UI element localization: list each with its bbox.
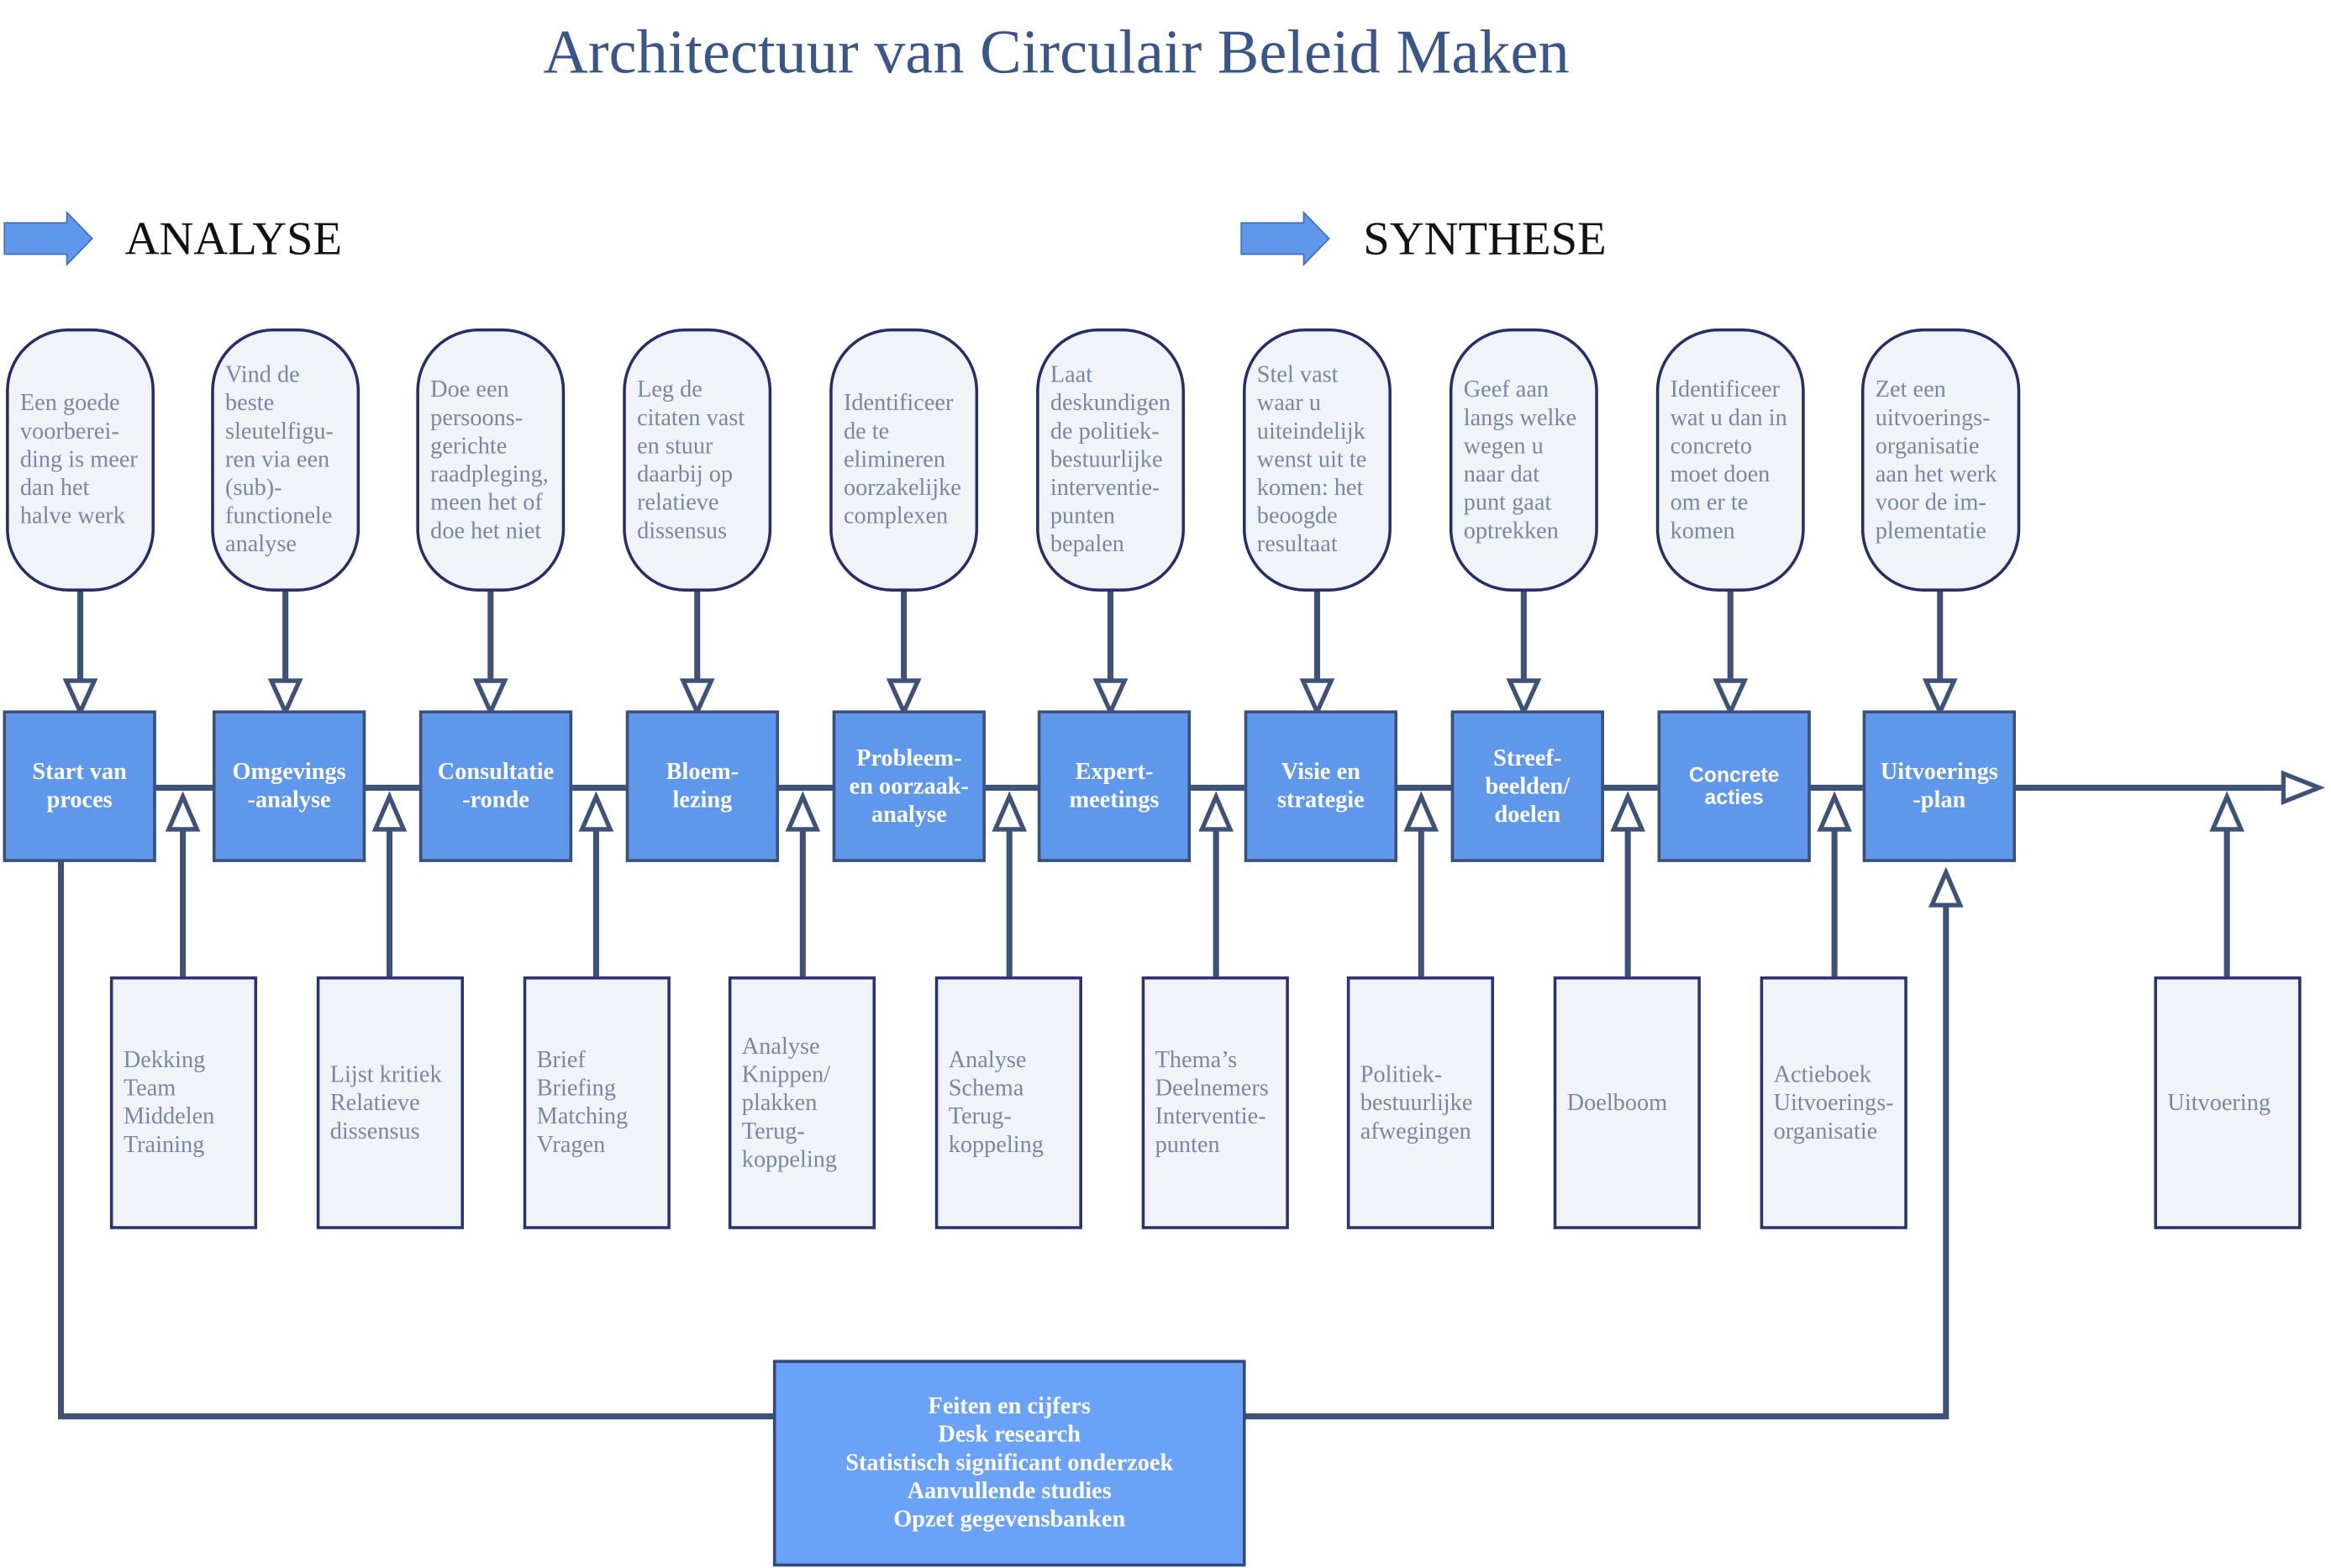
step-label: Concrete acties <box>1689 762 1780 809</box>
research-item: Opzet gegevensbanken <box>893 1507 1126 1533</box>
callout-omgevingsanalyse: Vind de beste sleutelfigu- ren via een (… <box>211 328 360 592</box>
step-label: Consultatie -ronde <box>437 759 555 813</box>
arrow-right-icon <box>3 210 93 267</box>
step-visie-en-strategie: Visie en strategie <box>1244 710 1397 862</box>
callout-text: Vind de beste sleutelfigu- ren via een (… <box>225 362 334 558</box>
feedback-line-in <box>57 861 775 1420</box>
step-expertmeetings: Expert- meetings <box>1037 710 1192 862</box>
input-text: Thema’s Deelnemers Interventie- punten <box>1155 1047 1269 1158</box>
arrowhead-up <box>1610 791 1646 832</box>
input-text: Doelboom <box>1566 1090 1668 1116</box>
arrowhead-up <box>371 791 408 832</box>
step-start-van-proces: Start van proces <box>3 710 156 862</box>
callout-text: Laat deskundigen de politiek- bestuurlij… <box>1050 362 1171 558</box>
arrowhead-up <box>1198 791 1234 832</box>
callout-text: Doe een persoons- gerichte raadpleging, … <box>430 376 549 544</box>
input-text: Uitvoering <box>2167 1090 2271 1116</box>
step-omgevingsanalyse: Omgevings -analyse <box>212 710 366 862</box>
callout-text: Stel vast waar u uiteindelijk wenst uit … <box>1256 362 1367 558</box>
step-label: Omgevings -analyse <box>232 759 346 813</box>
research-list: Feiten en cijfers Desk research Statisti… <box>845 1392 1173 1534</box>
arrowhead-up <box>1817 791 1852 832</box>
arrowhead-down <box>679 678 715 718</box>
flow-end-arrowhead <box>2281 770 2326 806</box>
step-label: Expert- meetings <box>1069 759 1160 813</box>
research-item: Feiten en cijfers <box>928 1394 1091 1420</box>
arrow-right-icon <box>1240 210 1330 267</box>
input-text: Dekking Team Middelen Training <box>123 1047 215 1158</box>
input-analyse-schema: Analyse Schema Terug- koppeling <box>934 976 1082 1229</box>
input-themas-deelnemers: Thema’s Deelnemers Interventie- punten <box>1141 976 1289 1229</box>
arrowhead-down <box>1092 678 1129 718</box>
step-label: Bloem- lezing <box>666 759 739 813</box>
step-label: Probleem- en oorzaak- analyse <box>849 745 969 828</box>
step-label: Streef- beelden/ doelen <box>1485 745 1571 828</box>
callout-streefbeelden-doelen: Geef aan langs welke wegen u naar dat pu… <box>1449 328 1598 592</box>
callout-text: Identificeer wat u dan in concreto moet … <box>1670 376 1787 544</box>
arrowhead-down <box>267 678 303 718</box>
step-probleem-en-oorzaakanalyse: Probleem- en oorzaak- analyse <box>832 710 986 862</box>
input-doelboom: Doelboom <box>1553 976 1701 1229</box>
arrowhead-up <box>165 791 201 832</box>
research-item: Aanvullende studies <box>907 1478 1112 1504</box>
arrowhead-down <box>1713 678 1749 718</box>
step-label: Start van proces <box>32 759 127 813</box>
research-box: Feiten en cijfers Desk research Statisti… <box>772 1360 1246 1567</box>
callout-text: Zet een uitvoerings- organisatie aan het… <box>1875 376 1997 544</box>
arrowhead-down <box>62 678 98 718</box>
step-consultatieronde: Consultatie -ronde <box>418 710 573 862</box>
input-dekking-team: Dekking Team Middelen Training <box>109 976 258 1229</box>
callout-start-van-proces: Een goede voorberei- ding is meer dan he… <box>6 328 155 592</box>
callout-concrete-acties: Identificeer wat u dan in concreto moet … <box>1655 328 1805 592</box>
input-uitvoering: Uitvoering <box>2154 976 2302 1229</box>
callout-probleem-en-oorzaakanalyse: Identificeer de te elimineren oorzakelij… <box>829 328 979 592</box>
phase-label-synthese: SYNTHESE <box>1363 211 1607 265</box>
step-label: Uitvoerings -plan <box>1880 759 1998 813</box>
input-politiek-bestuurlijke-afwegingen: Politiek- bestuurlijke afwegingen <box>1346 976 1494 1229</box>
step-concrete-acties: Concrete acties <box>1657 710 1811 862</box>
callout-visie-en-strategie: Stel vast waar u uiteindelijk wenst uit … <box>1242 328 1392 592</box>
callout-text: Geef aan langs welke wegen u naar dat pu… <box>1463 376 1577 544</box>
arrowhead-down <box>886 678 922 718</box>
callout-expertmeetings: Laat deskundigen de politiek- bestuurlij… <box>1036 328 1185 592</box>
phase-label-analyse: ANALYSE <box>124 211 343 265</box>
step-uitvoeringsplan: Uitvoerings -plan <box>1862 710 2016 862</box>
arrowhead-down <box>1299 678 1335 718</box>
callout-text: Leg de citaten vast en stuur daarbij op … <box>637 376 745 544</box>
arrowhead-up <box>578 791 614 832</box>
input-text: Analyse Knippen/ plakken Terug- koppelin… <box>741 1034 838 1172</box>
callout-text: Een goede voorberei- ding is meer dan he… <box>19 391 138 529</box>
feedback-line-out <box>1244 905 1950 1420</box>
feedback-arrowhead <box>1928 866 1964 908</box>
input-text: Brief Briefing Matching Vragen <box>536 1047 629 1158</box>
input-lijst-kritiek: Lijst kritiek Relatieve dissensus <box>316 976 464 1229</box>
research-item: Desk research <box>938 1422 1081 1448</box>
arrowhead-up <box>992 791 1028 832</box>
input-text: Politiek- bestuurlijke afwegingen <box>1360 1061 1473 1144</box>
step-bloemlezing: Bloem- lezing <box>625 710 780 862</box>
arrowhead-up <box>1403 791 1439 832</box>
diagram-title: Architectuur van Circulair Beleid Maken <box>543 18 1570 88</box>
callout-uitvoeringsplan: Zet een uitvoerings- organisatie aan het… <box>1860 328 2021 592</box>
step-streefbeelden-doelen: Streef- beelden/ doelen <box>1450 710 1604 862</box>
input-text: Actieboek Uitvoerings- organisatie <box>1773 1061 1894 1144</box>
input-brief-briefing: Brief Briefing Matching Vragen <box>523 976 671 1229</box>
callout-bloemlezing: Leg de citaten vast en stuur daarbij op … <box>623 328 772 592</box>
arrowhead-up <box>785 791 821 832</box>
research-item: Statistisch significant onderzoek <box>845 1450 1174 1476</box>
step-label: Visie en strategie <box>1276 759 1365 813</box>
arrowhead-down <box>1922 678 1958 718</box>
arrowhead-up <box>2209 791 2244 832</box>
input-actieboek: Actieboek Uitvoerings- organisatie <box>1760 976 1907 1229</box>
arrowhead-down <box>1506 678 1542 718</box>
callout-text: Identificeer de te elimineren oorzakelij… <box>843 391 961 529</box>
input-text: Analyse Schema Terug- koppeling <box>948 1047 1044 1158</box>
callout-consultatieronde: Doe een persoons- gerichte raadpleging, … <box>416 328 566 592</box>
arrowhead-down <box>472 678 508 718</box>
input-analyse-knippen-plakken: Analyse Knippen/ plakken Terug- koppelin… <box>728 976 876 1229</box>
input-text: Lijst kritiek Relatieve dissensus <box>329 1061 442 1144</box>
